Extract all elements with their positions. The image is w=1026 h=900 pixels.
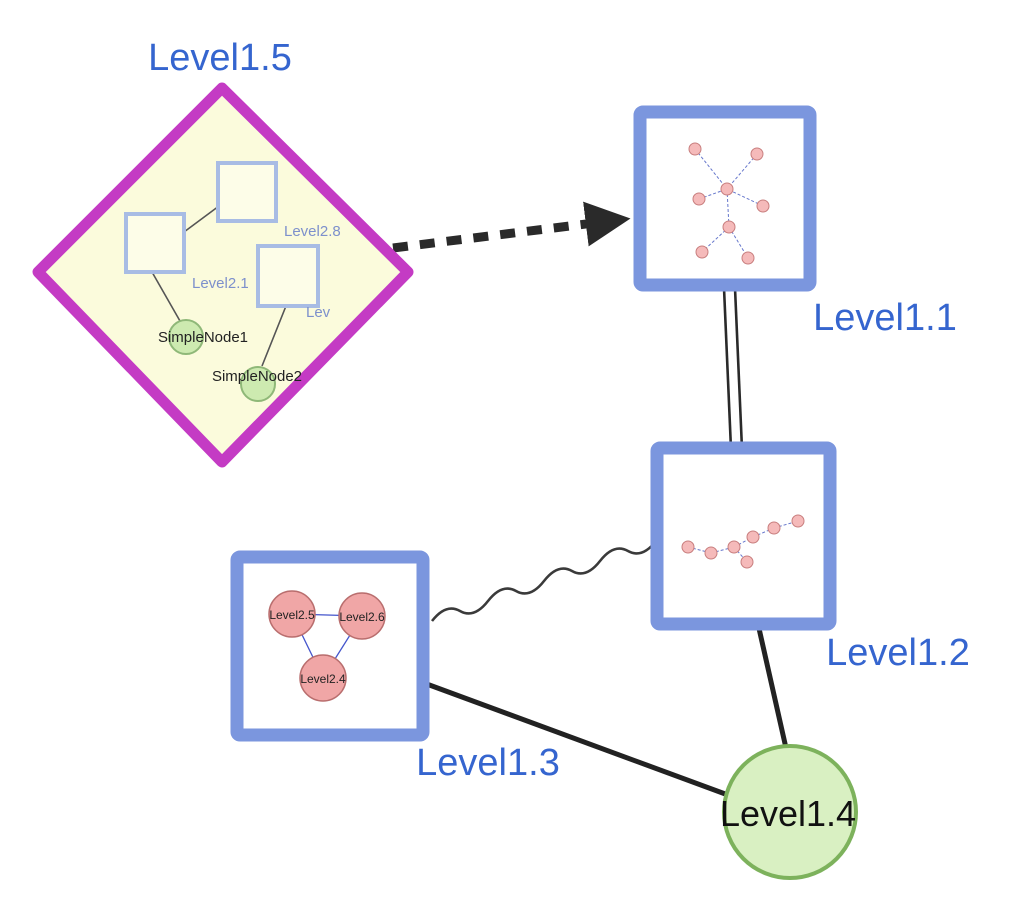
edge-level1-1-to-level1-2[interactable]	[722, 287, 744, 450]
label-simple-node2: SimpleNode2	[212, 368, 302, 385]
mini-node	[750, 147, 764, 161]
mini-node	[740, 555, 754, 569]
label-lev-truncated: Lev	[306, 304, 331, 321]
mini-node	[692, 192, 706, 206]
label-level1-2: Level1.2	[826, 632, 970, 674]
node-level1-4[interactable]	[722, 744, 858, 880]
mini-node	[791, 514, 805, 528]
node-level2-5[interactable]	[268, 590, 316, 638]
edge-level1-5-to-level1-1[interactable]	[392, 201, 631, 253]
label-level1-4: Level1.4	[720, 793, 856, 834]
edge-level1-2-to-level1-4[interactable]	[755, 623, 789, 749]
node-simple-node1[interactable]	[168, 319, 204, 355]
label-level1-5: Level1.5	[148, 37, 292, 79]
mini-node	[688, 142, 702, 156]
mini-node	[756, 199, 770, 213]
edge-level1-3-to-level1-4[interactable]	[423, 680, 729, 798]
group-node-level1-3[interactable]	[230, 550, 430, 742]
label-simple-node1: SimpleNode1	[158, 329, 248, 346]
group-node-level1-5[interactable]	[32, 82, 414, 468]
mini-node	[767, 521, 781, 535]
edge-level1-3-to-level1-2[interactable]	[430, 540, 658, 622]
label-level2-6: Level2.6	[339, 610, 385, 624]
group-node-level1-2[interactable]	[650, 441, 837, 631]
mini-node	[741, 251, 755, 265]
level1-5-inner-edges	[151, 205, 287, 367]
mini-node	[695, 245, 709, 259]
node-level2-6[interactable]	[338, 592, 386, 640]
label-level2-8: Level2.8	[284, 223, 341, 240]
mini-node	[681, 540, 695, 554]
mini-node	[727, 540, 741, 554]
label-level1-3: Level1.3	[416, 742, 560, 784]
group-node-level1-1[interactable]	[633, 105, 817, 292]
mini-node	[720, 182, 734, 196]
node-simple-node2[interactable]	[240, 366, 276, 402]
level1-1-mini-nodes[interactable]	[688, 142, 770, 265]
mini-node	[746, 530, 760, 544]
label-level2-1: Level2.1	[192, 275, 249, 292]
node-lev-truncated[interactable]	[256, 244, 320, 308]
label-level2-5: Level2.5	[269, 608, 315, 622]
node-level2-1[interactable]	[124, 212, 186, 274]
mini-node	[722, 220, 736, 234]
node-level2-8[interactable]	[216, 161, 278, 223]
mini-node	[704, 546, 718, 560]
label-level1-1: Level1.1	[813, 297, 957, 339]
label-level2-4: Level2.4	[300, 672, 346, 686]
level1-2-mini-nodes[interactable]	[681, 514, 805, 569]
node-level2-4[interactable]	[299, 654, 347, 702]
